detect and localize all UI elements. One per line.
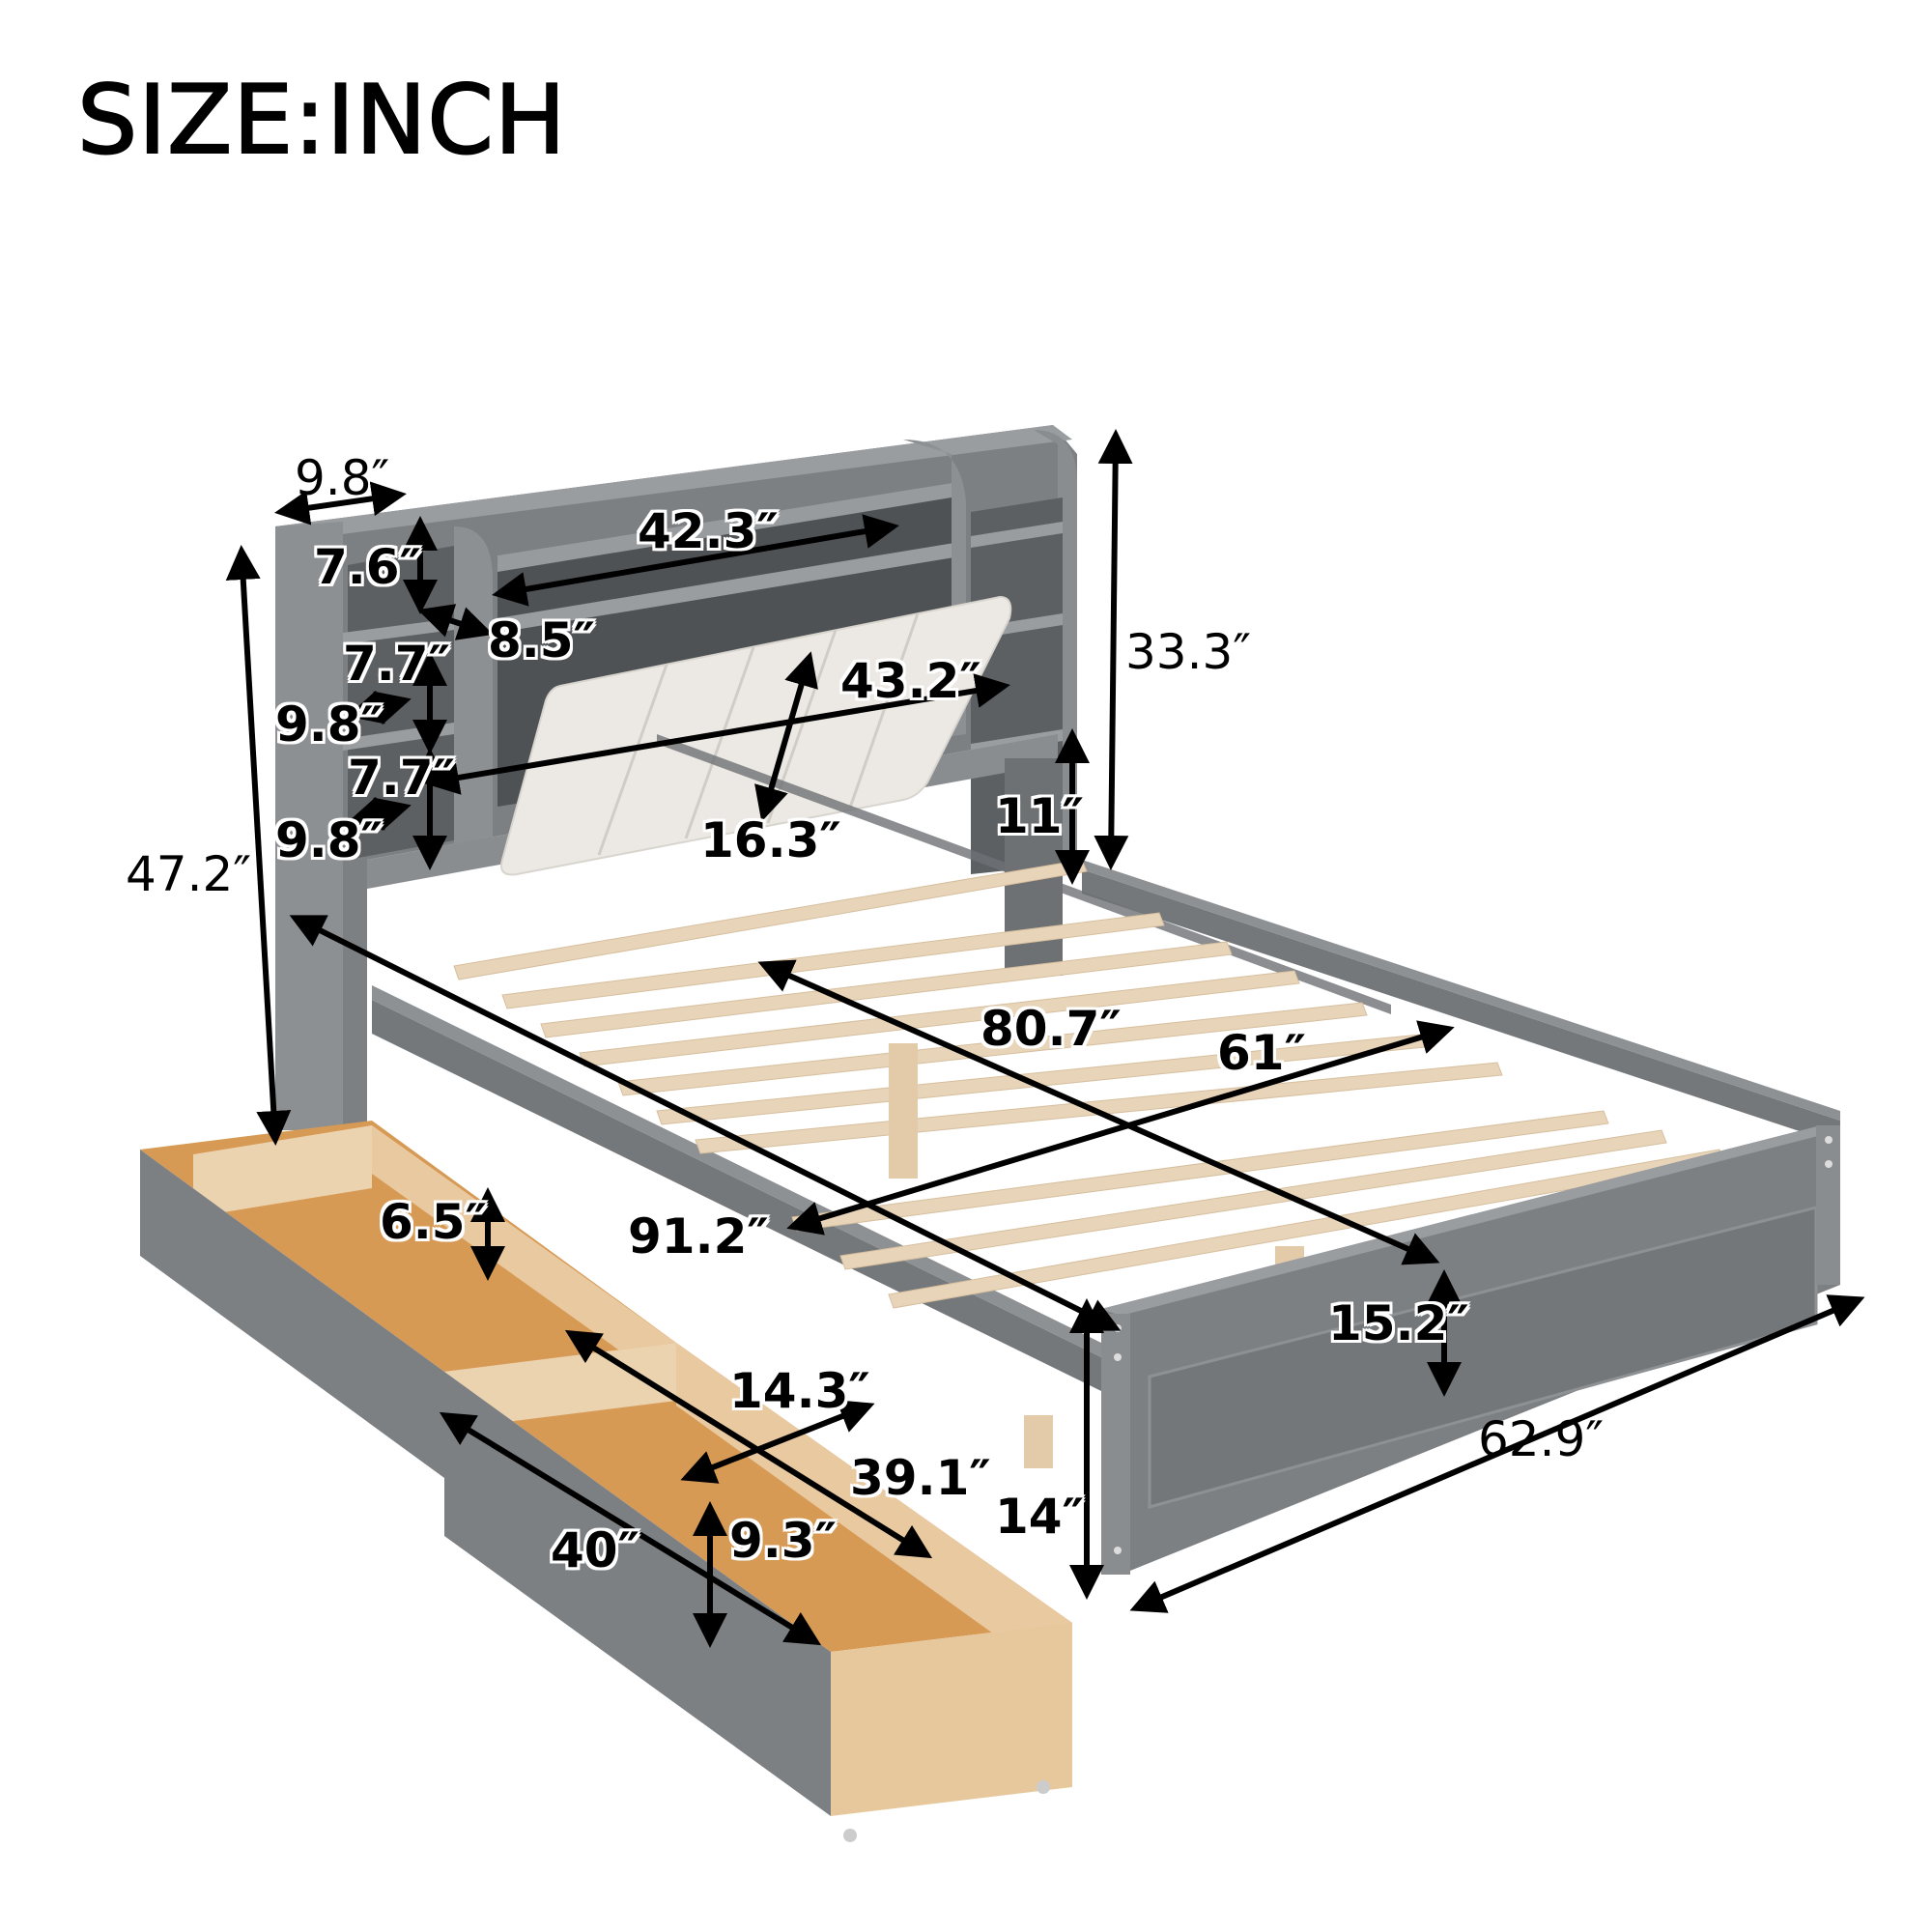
page-title: SIZE:INCH <box>76 65 567 177</box>
dim-inner-width: 61″ <box>1217 1025 1306 1081</box>
dim-footboard-height-floor: 14″ <box>995 1489 1084 1545</box>
dim-footboard-panel-height: 15.2″ <box>1328 1295 1469 1351</box>
dim-overall-length: 91.2″ <box>628 1208 769 1264</box>
dim-drawer-inner-width: 14.3″ <box>729 1363 870 1419</box>
dim-drawer-outer-length: 40″ <box>551 1522 639 1578</box>
dim-side-cubby-height-1: 7.7″ <box>343 636 450 692</box>
dim-cushion-width: 43.2″ <box>840 653 981 709</box>
dim-side-cubby-width-1: 9.8″ <box>275 696 383 753</box>
dim-drawer-height-inner: 6.5″ <box>380 1194 487 1250</box>
dim-headboard-total-height: 47.2″ <box>126 846 252 902</box>
dim-top-shelf-length: 42.3″ <box>638 503 779 559</box>
dimension-arrows <box>225 429 1865 1648</box>
dim-side-shelf-height-top: 7.6″ <box>314 539 421 595</box>
dim-side-cubby-height-2: 7.7″ <box>348 750 455 806</box>
dim-side-cubby-width-2: 9.8″ <box>275 812 383 868</box>
dim-side-shelf-depth-top: 8.5″ <box>488 612 595 668</box>
dim-overall-width: 62.9″ <box>1478 1411 1605 1467</box>
dim-headboard-depth: 9.8″ <box>295 450 390 506</box>
dim-rail-clearance: 11″ <box>995 788 1084 844</box>
dim-inner-length: 80.7″ <box>980 1001 1122 1057</box>
dim-cushion-height: 16.3″ <box>700 812 841 868</box>
dim-drawer-front-height: 9.3″ <box>729 1513 837 1569</box>
dim-headboard-height-above-rail: 33.3″ <box>1125 624 1252 680</box>
dim-drawer-inner-length: 39.1″ <box>850 1450 991 1506</box>
